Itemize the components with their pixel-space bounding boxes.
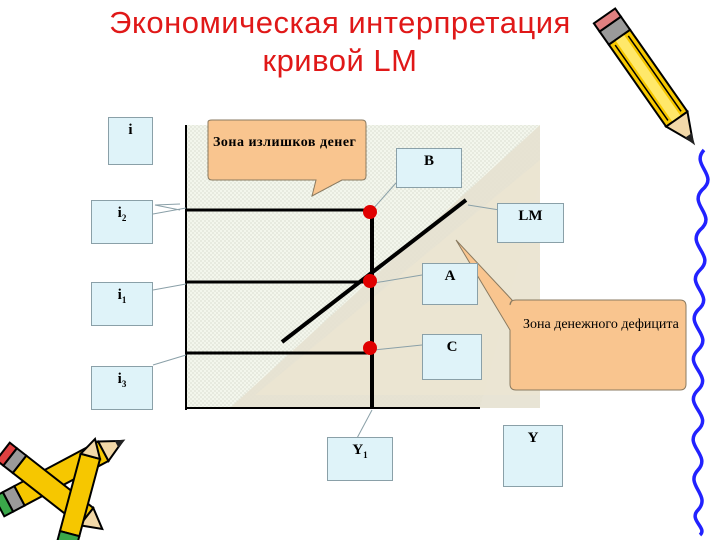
y1-marker-box: Y1 [327,437,393,481]
point-a-label: A [445,268,456,284]
i2-sub: 2 [122,213,127,223]
lm-label-box: LM [497,203,564,243]
point-a-box: A [422,263,478,305]
point-b-label: B [424,153,434,169]
i1-marker-box: i1 [91,282,153,326]
y-axis-label-box: i [108,117,153,165]
point-c-label: C [447,339,458,355]
y1-label: Y [352,442,363,458]
y-axis-label: i [128,122,132,138]
point-c-box: C [422,334,482,380]
x-axis-label: Y [528,430,539,446]
pencils-icon [0,430,131,540]
i3-sub: 3 [122,379,127,389]
point-a-marker [363,274,377,288]
point-b-marker [363,205,377,219]
deficit-zone-label: Зона денежного дефицита [523,315,683,334]
i1-sub: 1 [122,295,127,305]
squiggle-border-icon [693,150,708,535]
point-c-marker [363,341,377,355]
lm-label: LM [518,208,542,224]
i3-marker-box: i3 [91,366,153,410]
point-b-box: B [396,148,462,188]
excess-zone-label: Зона излишков денег [213,134,363,151]
y1-sub: 1 [363,450,368,460]
i2-marker-box: i2 [91,200,153,244]
pencil-icon [594,8,706,152]
x-axis-label-box: Y [503,425,563,487]
